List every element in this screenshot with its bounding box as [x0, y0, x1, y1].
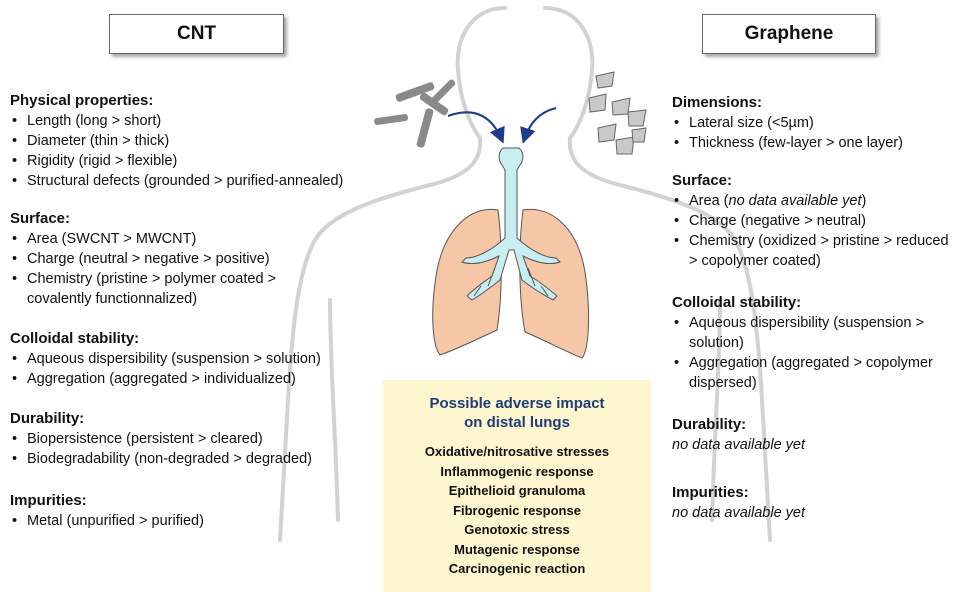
list-item: Aggregation (aggregated > individualized… [10, 369, 390, 389]
graphene-colloidal-stability: Colloidal stability: Aqueous dispersibil… [672, 293, 968, 393]
list-item: Charge (negative > neutral) [672, 211, 968, 231]
list-item: Diameter (thin > thick) [10, 131, 390, 151]
graphene-dimensions: Dimensions: Lateral size (<5µm) Thicknes… [672, 93, 968, 153]
list-item: Aggregation (aggregated > copolymer disp… [672, 353, 974, 393]
graphene-durability: Durability: no data available yet [672, 415, 968, 455]
list-item: Length (long > short) [10, 111, 390, 131]
section-heading: Colloidal stability: [10, 329, 390, 349]
cnt-inhalation-arrow [448, 112, 502, 140]
no-data-note: no data available yet [672, 435, 968, 455]
impact-item: Mutagenic response [383, 540, 651, 560]
list-item: Rigidity (rigid > flexible) [10, 151, 390, 171]
graphene-surface: Surface: Area (no data available yet) Ch… [672, 171, 968, 271]
section-heading: Surface: [672, 171, 968, 191]
graphene-inhalation-arrow [524, 108, 556, 140]
list-item: Metal (unpurified > purified) [10, 511, 390, 531]
impact-item: Oxidative/nitrosative stresses [383, 442, 651, 462]
graphene-title-box: Graphene [702, 14, 876, 54]
section-heading: Colloidal stability: [672, 293, 968, 313]
section-heading: Impurities: [672, 483, 968, 503]
section-heading: Physical properties: [10, 91, 390, 111]
list-item: Chemistry (oxidized > pristine > reduced… [672, 231, 951, 271]
no-data-note: no data available yet [672, 503, 968, 523]
cnt-durability: Durability: Biopersistence (persistent >… [10, 409, 390, 469]
list-item: Chemistry (pristine > polymer coated > c… [10, 269, 327, 309]
impact-item: Inflammogenic response [383, 462, 651, 482]
list-item: Aqueous dispersibility (suspension > sol… [10, 349, 390, 369]
impact-item: Epithelioid granuloma [383, 481, 651, 501]
impact-title: Possible adverse impact on distal lungs [383, 394, 651, 432]
list-item: Biodegradability (non-degraded > degrade… [10, 449, 390, 469]
list-item: Structural defects (grounded > purified-… [10, 171, 390, 191]
graphene-flakes [589, 72, 646, 154]
list-item: Thickness (few-layer > one layer) [672, 133, 968, 153]
cnt-physical-properties: Physical properties: Length (long > shor… [10, 91, 390, 191]
list-item: Biopersistence (persistent > cleared) [10, 429, 390, 449]
cnt-colloidal-stability: Colloidal stability: Aqueous dispersibil… [10, 329, 390, 389]
list-item: Charge (neutral > negative > positive) [10, 249, 390, 269]
graphene-properties-column: Dimensions: Lateral size (<5µm) Thicknes… [672, 93, 968, 523]
list-item: Aqueous dispersibility (suspension > sol… [672, 313, 974, 353]
list-item: Area (no data available yet) [672, 191, 968, 211]
adverse-impact-box: Possible adverse impact on distal lungs … [383, 380, 651, 592]
cnt-surface: Surface: Area (SWCNT > MWCNT) Charge (ne… [10, 209, 390, 309]
list-item: Area (SWCNT > MWCNT) [10, 229, 390, 249]
section-heading: Dimensions: [672, 93, 968, 113]
graphene-impurities: Impurities: no data available yet [672, 483, 968, 523]
cnt-properties-column: Physical properties: Length (long > shor… [10, 91, 390, 531]
cnt-impurities: Impurities: Metal (unpurified > purified… [10, 491, 390, 531]
section-heading: Surface: [10, 209, 390, 229]
impact-item: Fibrogenic response [383, 501, 651, 521]
section-heading: Impurities: [10, 491, 390, 511]
section-heading: Durability: [10, 409, 390, 429]
impact-item: Carcinogenic reaction [383, 559, 651, 579]
cnt-title-box: CNT [109, 14, 284, 54]
section-heading: Durability: [672, 415, 968, 435]
impact-item: Genotoxic stress [383, 520, 651, 540]
list-item: Lateral size (<5µm) [672, 113, 968, 133]
